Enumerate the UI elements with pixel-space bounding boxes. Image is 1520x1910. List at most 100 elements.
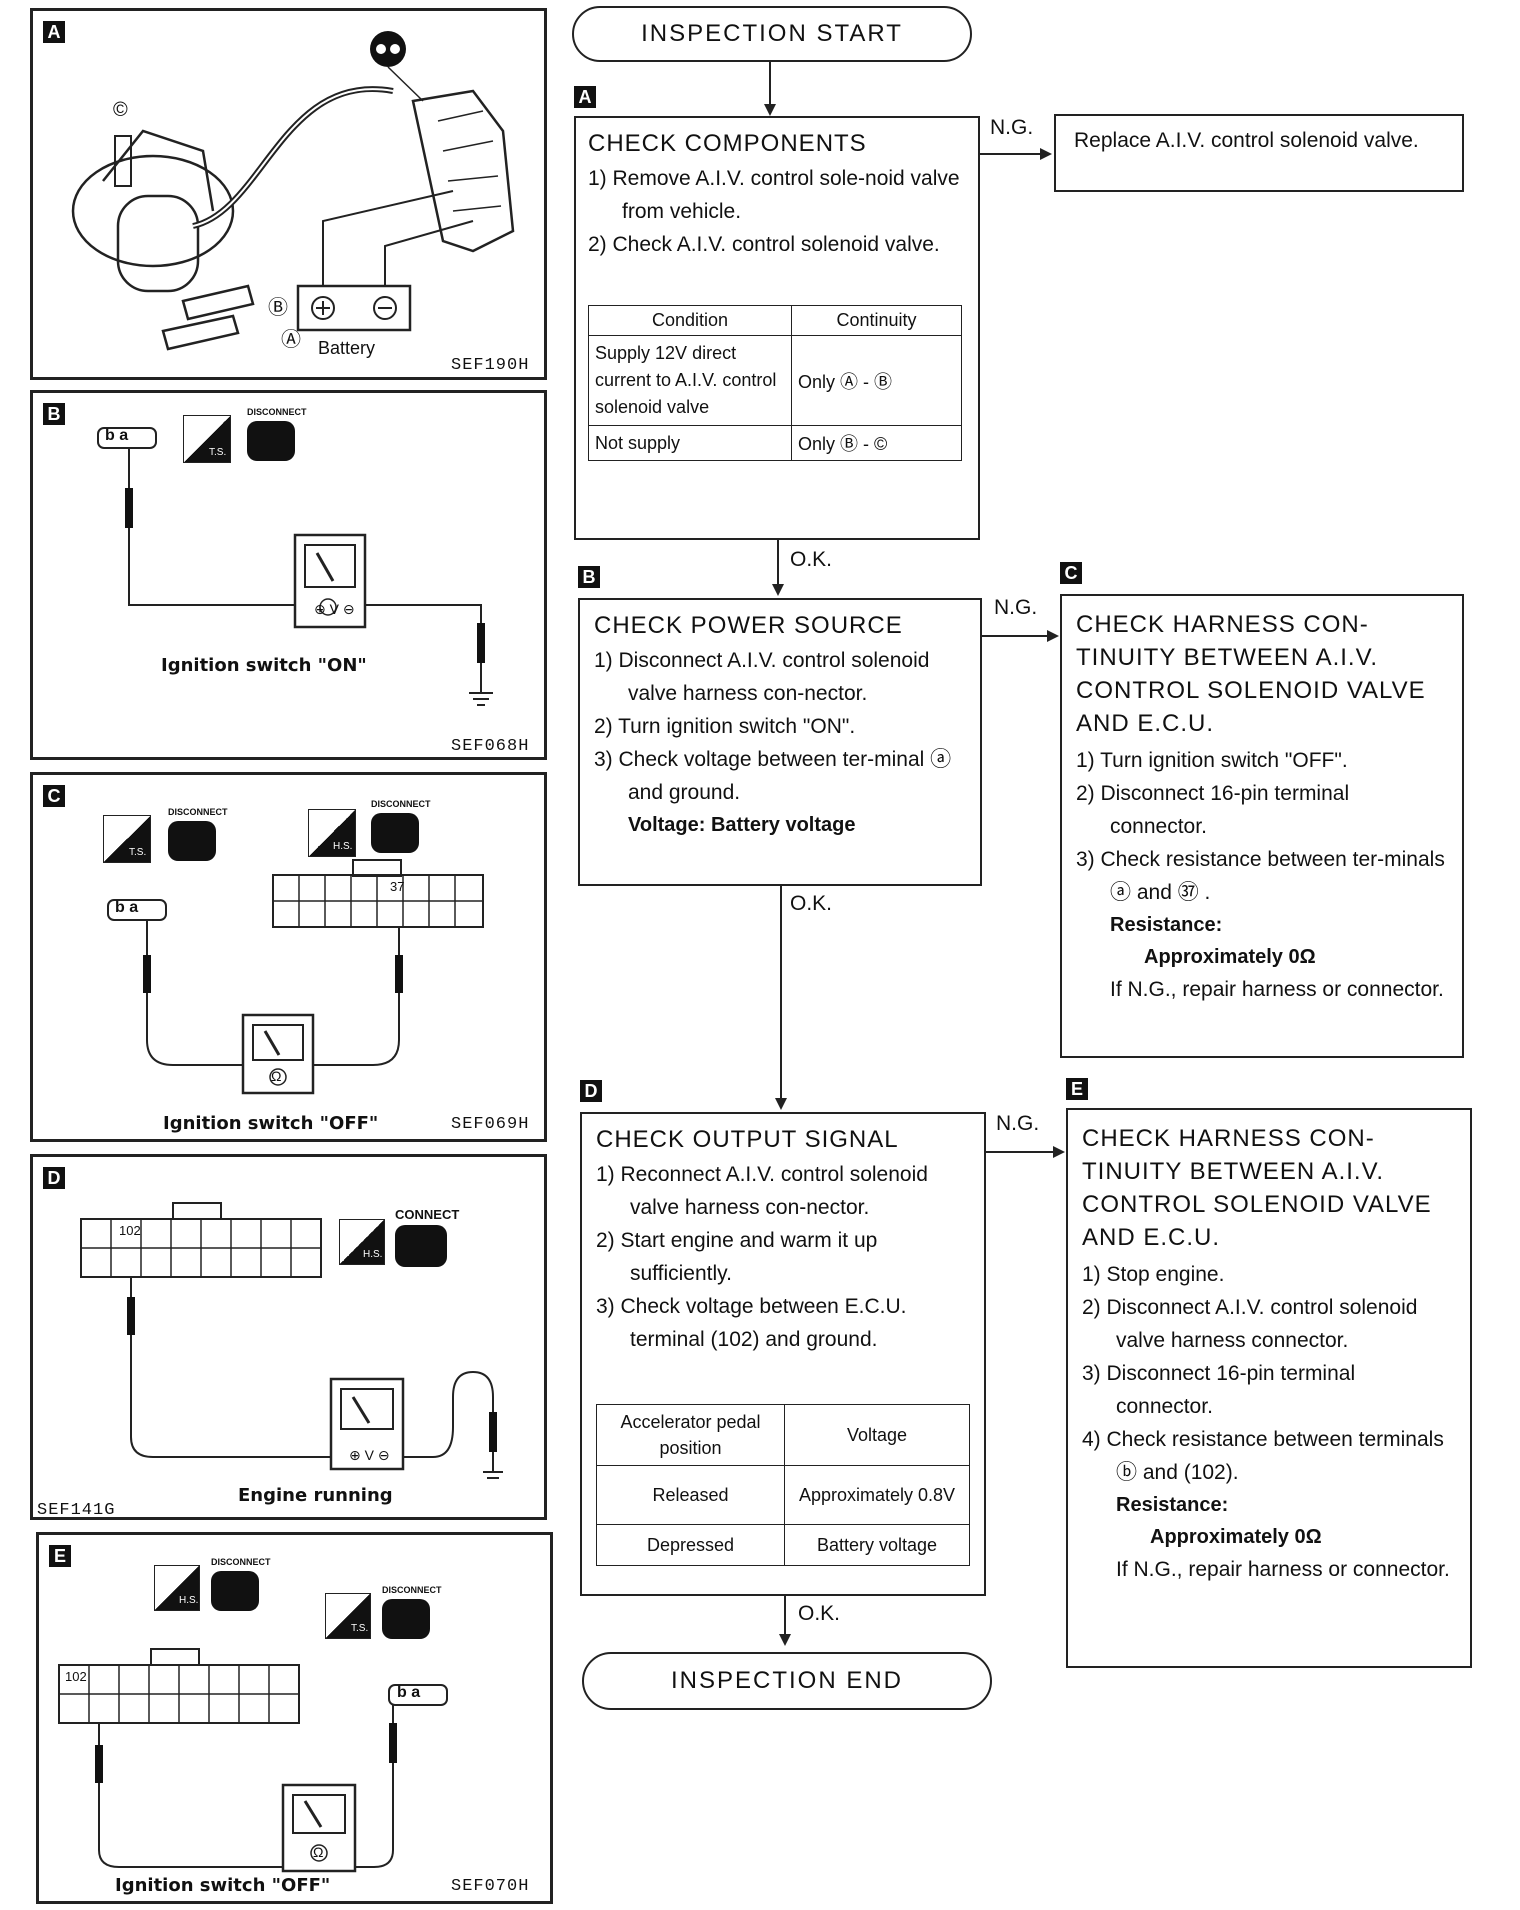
ng-label: N.G.	[996, 1112, 1040, 1135]
table-cell: Battery voltage	[784, 1524, 970, 1566]
ohmmeter-symbol: Ω	[271, 1068, 282, 1084]
table-cell: Not supply	[588, 425, 792, 461]
disconnect-label: DISCONNECT	[371, 799, 431, 809]
terminal-b-label: Ⓑ	[268, 297, 288, 319]
check-components-step: 1) Remove A.I.V. control sole-noid valve…	[588, 167, 960, 223]
panel-d-code: SEF141G	[37, 1501, 116, 1520]
panel-a-code: SEF190H	[451, 356, 530, 375]
ok-label: O.K.	[798, 1602, 841, 1625]
panel-b: B b a T.S. DISCONNECT ⊕ V ⊖ Ignition swi…	[30, 390, 547, 760]
connector-ba-label: b a	[115, 899, 139, 916]
panel-a: A © Ⓑ Ⓐ Battery SEF190H	[30, 8, 547, 380]
panel-e: E H.S. DISCONNECT T.S. DISCONNECT 102 b …	[36, 1532, 553, 1904]
hs-label: H.S.	[333, 841, 353, 852]
check-output-signal-title: CHECK OUTPUT SIGNAL	[596, 1126, 899, 1153]
step-b-tag: B	[578, 566, 600, 588]
panel-d: D 102 H.S. CONNECT ⊕ V ⊖ Engine running …	[30, 1154, 547, 1520]
panel-b-tag: B	[43, 403, 65, 425]
connect-icon	[395, 1225, 447, 1267]
table-cell: Released	[596, 1465, 785, 1525]
panel-c-caption: Ignition switch "OFF"	[163, 1113, 379, 1134]
resistance-label: Resistance:	[1116, 1494, 1229, 1516]
inspection-end-terminator: INSPECTION END	[582, 1652, 992, 1710]
check-output-signal-step: 2) Start engine and warm it up sufficien…	[596, 1229, 878, 1285]
harness-continuity-step: 3) Check resistance between ter-minals ⓐ…	[1076, 848, 1445, 904]
harness-continuity-title: CHECK HARNESS CON-TINUITY BETWEEN A.I.V.…	[1082, 1125, 1432, 1251]
ts-label: T.S.	[129, 847, 147, 858]
replace-valve-text: Replace A.I.V. control solenoid valve.	[1074, 129, 1419, 152]
harness-continuity-step: 4) Check resistance between terminals ⓑ …	[1082, 1428, 1444, 1484]
panel-c-tag: C	[43, 785, 65, 807]
harness-continuity-step: 2) Disconnect A.I.V. control solenoid va…	[1082, 1296, 1418, 1352]
disconnect-label: DISCONNECT	[382, 1585, 442, 1595]
replace-valve-box: Replace A.I.V. control solenoid valve.	[1054, 114, 1464, 192]
panel-d-caption: Engine running	[238, 1485, 393, 1506]
connector-ba-label: b a	[397, 1684, 421, 1701]
step-e-tag: E	[1066, 1078, 1088, 1100]
panel-e-code: SEF070H	[451, 1877, 530, 1896]
voltmeter-symbol: ⊕ V ⊖	[314, 601, 355, 617]
resistance-label: Resistance:	[1110, 914, 1223, 936]
ts-label: T.S.	[351, 1623, 369, 1634]
harness-continuity-box-c: CHECK HARNESS CON-TINUITY BETWEEN A.I.V.…	[1060, 594, 1464, 1058]
step-d-tag: D	[580, 1080, 602, 1102]
harness-continuity-step: 1) Turn ignition switch "OFF".	[1076, 749, 1348, 772]
harness-continuity-title: CHECK HARNESS CON-TINUITY BETWEEN A.I.V.…	[1076, 611, 1426, 737]
table-cell: Only Ⓑ - ©	[791, 425, 962, 461]
voltmeter-wiring-diagram	[97, 427, 493, 706]
table-cell: Approximately 0.8V	[784, 1465, 970, 1525]
disconnect-icon	[371, 813, 419, 853]
solenoid-valve-illustration	[71, 31, 515, 351]
panel-b-code: SEF068H	[451, 737, 530, 756]
table-header: Condition	[588, 305, 792, 336]
table-cell: Only Ⓐ - Ⓑ	[791, 335, 962, 426]
check-power-source-title: CHECK POWER SOURCE	[594, 612, 903, 639]
voltmeter-symbol: ⊕ V ⊖	[349, 1447, 390, 1463]
panel-c-code: SEF069H	[451, 1115, 530, 1134]
check-power-source-box: CHECK POWER SOURCE 1) Disconnect A.I.V. …	[578, 598, 982, 886]
tool-icon	[325, 1593, 371, 1639]
ohmmeter-harness-diagram	[58, 1648, 448, 1873]
check-components-step: 2) Check A.I.V. control solenoid valve.	[588, 233, 940, 256]
table-cell: Supply 12V direct current to A.I.V. cont…	[588, 335, 792, 426]
components-continuity-table: Condition Continuity Supply 12V direct c…	[588, 305, 962, 461]
output-voltage-table: Accelerator pedal position Voltage Relea…	[596, 1404, 970, 1566]
disconnect-icon	[247, 421, 295, 461]
tool-icon	[183, 415, 231, 463]
panel-c: C T.S. DISCONNECT H.S. DISCONNECT b a 37…	[30, 772, 547, 1142]
harness-note: If N.G., repair harness or connector.	[1110, 978, 1444, 1001]
ohmmeter-wiring-diagram	[107, 859, 484, 1095]
harness-continuity-box-e: CHECK HARNESS CON-TINUITY BETWEEN A.I.V.…	[1066, 1108, 1472, 1668]
check-power-source-step: 2) Turn ignition switch "ON".	[594, 715, 856, 738]
ohmmeter-symbol: Ω	[313, 1844, 324, 1860]
table-cell: Depressed	[596, 1524, 785, 1566]
panel-e-tag: E	[49, 1545, 71, 1567]
resistance-value: Approximately 0Ω	[1144, 946, 1316, 968]
connect-label: CONNECT	[395, 1207, 460, 1222]
disconnect-icon	[211, 1571, 259, 1611]
panel-a-tag: A	[43, 21, 65, 43]
pin-102-label: 102	[65, 1669, 87, 1684]
ok-label: O.K.	[790, 548, 833, 571]
connector-ba-label: b a	[105, 427, 129, 444]
pin-102-label: 102	[119, 1223, 141, 1238]
check-output-signal-step: 3) Check voltage between E.C.U. terminal…	[596, 1295, 907, 1351]
check-power-source-step: 1) Disconnect A.I.V. control solenoid va…	[594, 649, 930, 705]
ng-label: N.G.	[994, 596, 1038, 619]
ts-label: T.S.	[209, 447, 227, 458]
panel-b-caption: Ignition switch "ON"	[161, 655, 367, 676]
panel-e-caption: Ignition switch "OFF"	[115, 1875, 331, 1896]
voltmeter-output-diagram	[80, 1202, 503, 1479]
ok-label: O.K.	[790, 892, 833, 915]
tool-icon	[103, 815, 151, 863]
hs-label: H.S.	[179, 1595, 199, 1606]
disconnect-label: DISCONNECT	[168, 807, 228, 817]
hs-label: H.S.	[363, 1249, 383, 1260]
check-components-title: CHECK COMPONENTS	[588, 130, 867, 157]
harness-continuity-step: 1) Stop engine.	[1082, 1263, 1225, 1286]
terminal-a-label: Ⓐ	[281, 329, 301, 351]
tool-icon	[339, 1219, 385, 1265]
tool-icon	[154, 1565, 200, 1611]
check-power-source-step: 3) Check voltage between ter-minal ⓐ and…	[594, 748, 952, 804]
ng-label: N.G.	[990, 116, 1034, 139]
